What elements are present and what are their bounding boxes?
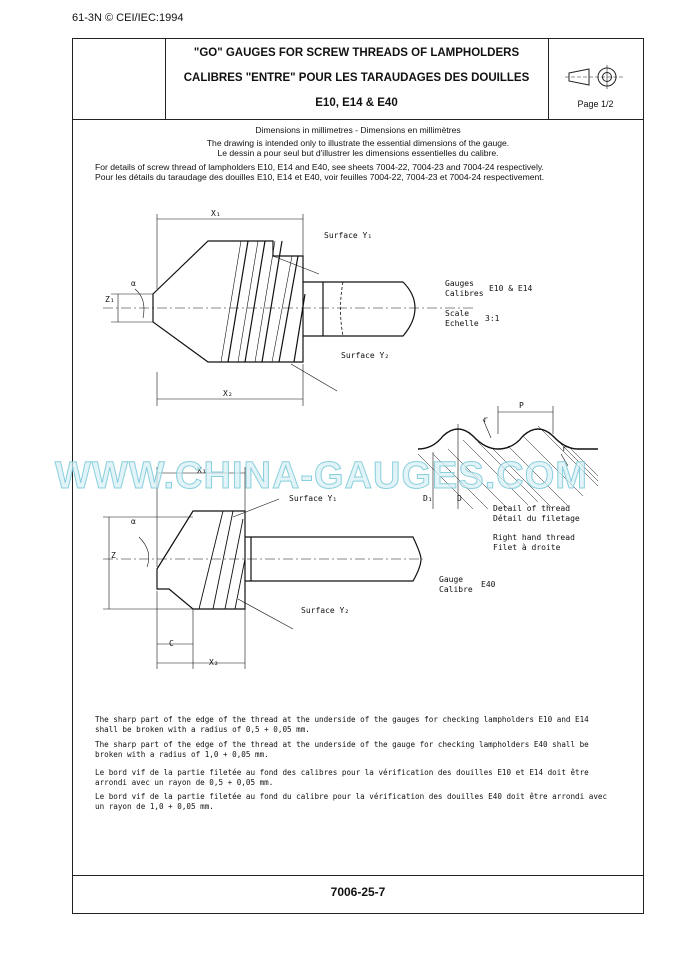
footer-divider: [73, 875, 643, 876]
fig2-gauge-value: E40: [481, 580, 496, 589]
lamp-types: E10, E14 & E40: [315, 97, 398, 109]
title-block: "GO" GAUGES FOR SCREW THREADS OF LAMPHOL…: [73, 39, 643, 120]
right-hand-thread-en: Right hand thread: [493, 533, 575, 542]
fig2-x2-label: X₂: [209, 658, 219, 667]
fig1-surface-y2-label: Surface Y₂: [341, 351, 390, 360]
thread-d-label: D: [457, 494, 462, 503]
title-block-right-cell: [548, 39, 644, 119]
note-e40-en: The sharp part of the edge of the thread…: [95, 740, 589, 759]
fig2-alpha-label: α: [131, 517, 136, 526]
fig2-gauge-en: Gauge: [439, 575, 464, 584]
fig1-gauges-en: Gauges: [445, 279, 474, 288]
right-hand-thread-fr: Filet à droite: [493, 543, 561, 552]
note-e40-fr: Le bord vif de la partie filetée au fond…: [95, 792, 608, 811]
fig1-z1-label: Z₁: [105, 295, 115, 304]
thread-details-fr: Pour les détails du taraudage des douill…: [95, 172, 545, 182]
fig1-gauges-fr: Calibres: [445, 289, 484, 298]
title-english: "GO" GAUGES FOR SCREW THREADS OF LAMPHOL…: [193, 47, 520, 59]
thread-pitch-label: P: [519, 401, 524, 410]
thread-detail-en: Detail of thread: [493, 504, 571, 513]
fig2-x1-label: X₁: [197, 466, 207, 475]
fig1-scale-fr: Echelle: [445, 319, 479, 328]
thread-d1-label: D₁: [423, 494, 433, 503]
fig1-gauges-value: E10 & E14: [489, 284, 533, 293]
dimensions-note: Dimensions in millimetres - Dimensions e…: [255, 125, 461, 135]
fig2-c-label: C: [169, 639, 174, 648]
fig1-x2-label: X₂: [223, 389, 233, 398]
thread-radius-top-label: r: [483, 415, 488, 424]
note-e10-e14-fr: Le bord vif de la partie filetée au fond…: [95, 768, 589, 787]
fig1-scale-en: Scale: [445, 309, 470, 318]
fig1-x1-label: X₁: [211, 209, 221, 218]
gauge-e10-e14-drawing: [103, 214, 473, 406]
thread-radius-bottom-label: r: [562, 444, 567, 453]
watermark: WWW.CHINA-GAUGES.COM: [55, 455, 588, 498]
page-number: Page 1/2: [577, 99, 614, 109]
title-block-left-cell: [73, 39, 166, 119]
sheet-number: 7006-25-7: [330, 885, 386, 899]
fig1-scale-value: 3:1: [485, 314, 500, 323]
cone-projection-symbol-icon: [565, 65, 625, 89]
document-reference: 61-3N © CEI/IEC:1994: [72, 12, 184, 24]
drawing-note-en: The drawing is intended only to illustra…: [206, 138, 510, 148]
title-french: CALIBRES "ENTRE" POUR LES TARAUDAGES DES…: [183, 72, 530, 84]
fig1-surface-y1-label: Surface Y₁: [324, 231, 373, 240]
thread-detail-drawing: [417, 406, 599, 509]
fig2-surface-y2-label: Surface Y₂: [301, 606, 350, 615]
drawing-note-fr: Le dessin a pour seul but d'illustrer le…: [217, 148, 499, 158]
drawing-sheet: "GO" GAUGES FOR SCREW THREADS OF LAMPHOL…: [72, 38, 644, 914]
thread-details-en: For details of screw thread of lampholde…: [95, 162, 544, 172]
gauge-e40-drawing: [103, 467, 423, 669]
thread-detail-fr: Détail du filetage: [493, 514, 580, 523]
note-e10-e14-en: The sharp part of the edge of the thread…: [95, 715, 589, 734]
fig2-z-label: Z: [111, 551, 116, 560]
fig2-surface-y1-label: Surface Y₁: [289, 494, 338, 503]
fig2-gauge-fr: Calibre: [439, 585, 473, 594]
fig1-alpha-label: α: [131, 279, 136, 288]
